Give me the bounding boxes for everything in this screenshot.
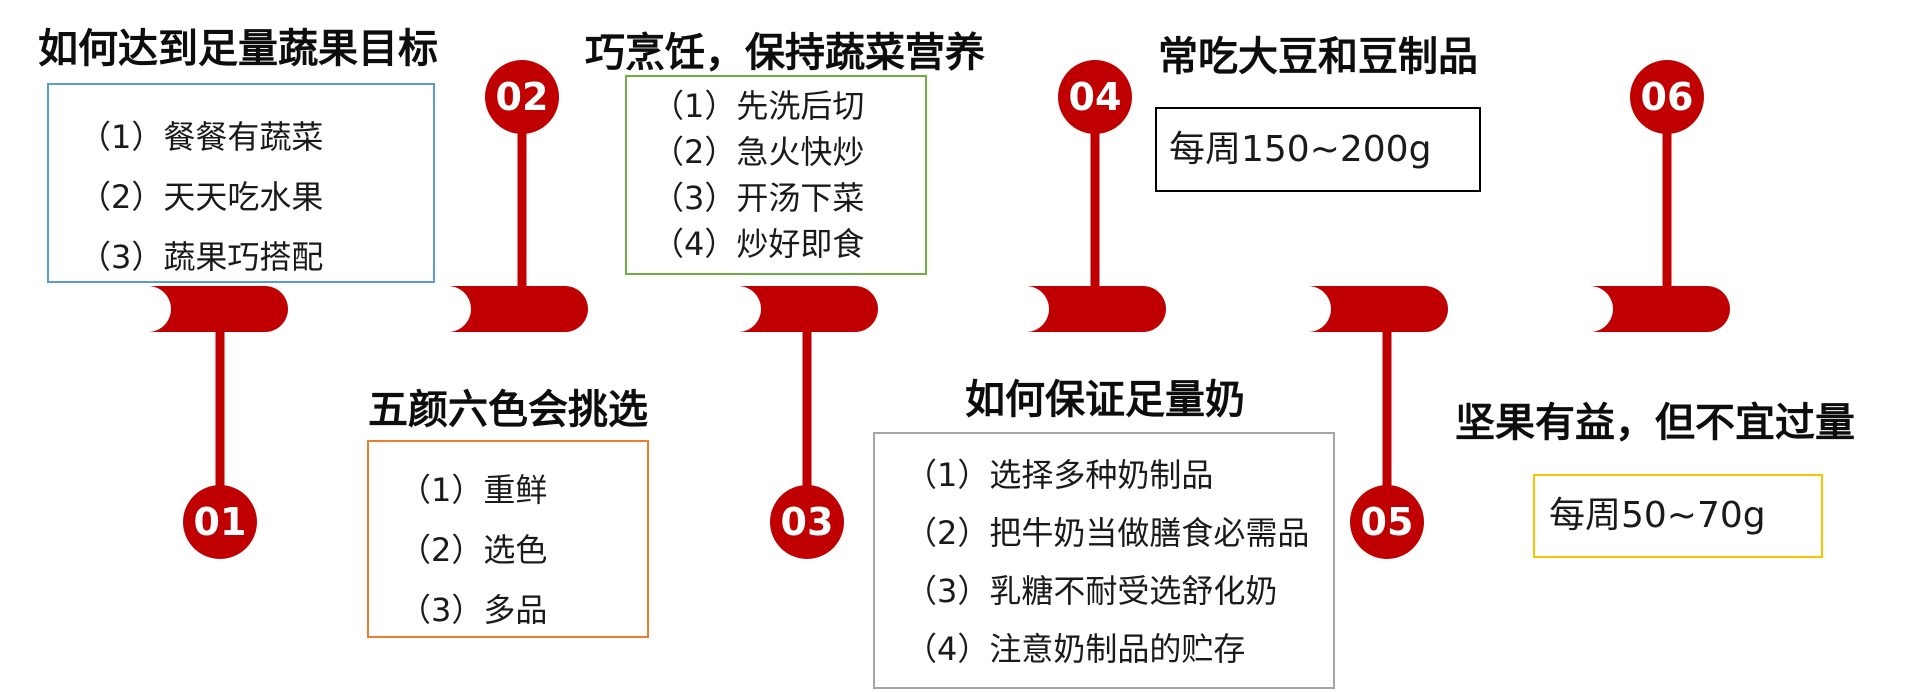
step-title-01: 如何达到足量蔬果目标 [38, 26, 438, 72]
timeline-arrow-3 [738, 286, 878, 332]
step-box-05: （1）选择多种奶制品 （2）把牛奶当做膳食必需品 （3）乳糖不耐受选舒化奶 （4… [873, 432, 1335, 689]
step-badge-04: 04 [1058, 60, 1132, 134]
step-box-02: （1）重鲜 （2）选色 （3）多品 [367, 440, 649, 638]
timeline-arrow-1 [148, 286, 288, 332]
step-05-item: （2）把牛奶当做膳食必需品 [905, 514, 1310, 552]
timeline-arrows [148, 286, 1730, 332]
step-03-item: （2）急火快炒 [652, 133, 865, 171]
step-title-06: 坚果有益，但不宜过量 [1455, 400, 1855, 446]
step-02-item: （3）多品 [399, 591, 548, 629]
timeline-arrow-6 [1590, 286, 1730, 332]
timeline-arrow-2 [448, 286, 588, 332]
step-box-04: 每周150~200g [1155, 107, 1481, 192]
step-title-03: 巧烹饪，保持蔬菜营养 [585, 30, 985, 76]
step-box-06: 每周50~70g [1533, 474, 1823, 558]
step-box-03: （1）先洗后切 （2）急火快炒 （3）开汤下菜 （4）炒好即食 [625, 75, 927, 275]
step-05-item: （4）注意奶制品的贮存 [905, 630, 1246, 668]
step-05-item: （3）乳糖不耐受选舒化奶 [905, 572, 1278, 610]
step-title-05: 如何保证足量奶 [965, 377, 1245, 423]
step-badge-01: 01 [183, 485, 257, 559]
step-03-item: （1）先洗后切 [652, 87, 865, 125]
step-03-item: （4）炒好即食 [652, 225, 865, 263]
timeline-arrow-5 [1308, 286, 1448, 332]
step-01-item: （3）蔬果巧搭配 [79, 238, 324, 276]
timeline-arrow-4 [1026, 286, 1166, 332]
step-title-02: 五颜六色会挑选 [368, 387, 648, 433]
step-05-item: （1）选择多种奶制品 [905, 456, 1214, 494]
step-03-item: （3）开汤下菜 [652, 179, 865, 217]
step-06-text: 每周50~70g [1549, 495, 1766, 536]
step-01-item: （2）天天吃水果 [79, 178, 324, 216]
timeline-stems [215, 105, 1672, 500]
step-title-04: 常吃大豆和豆制品 [1158, 34, 1478, 80]
step-04-text: 每周150~200g [1169, 129, 1432, 170]
step-badge-02: 02 [485, 60, 559, 134]
step-badge-03: 03 [770, 485, 844, 559]
step-badge-06: 06 [1630, 60, 1704, 134]
step-box-01: （1）餐餐有蔬菜 （2）天天吃水果 （3）蔬果巧搭配 [47, 83, 435, 283]
step-01-item: （1）餐餐有蔬菜 [79, 118, 324, 156]
step-02-item: （1）重鲜 [399, 471, 548, 509]
step-badge-05: 05 [1350, 485, 1424, 559]
step-02-item: （2）选色 [399, 531, 548, 569]
